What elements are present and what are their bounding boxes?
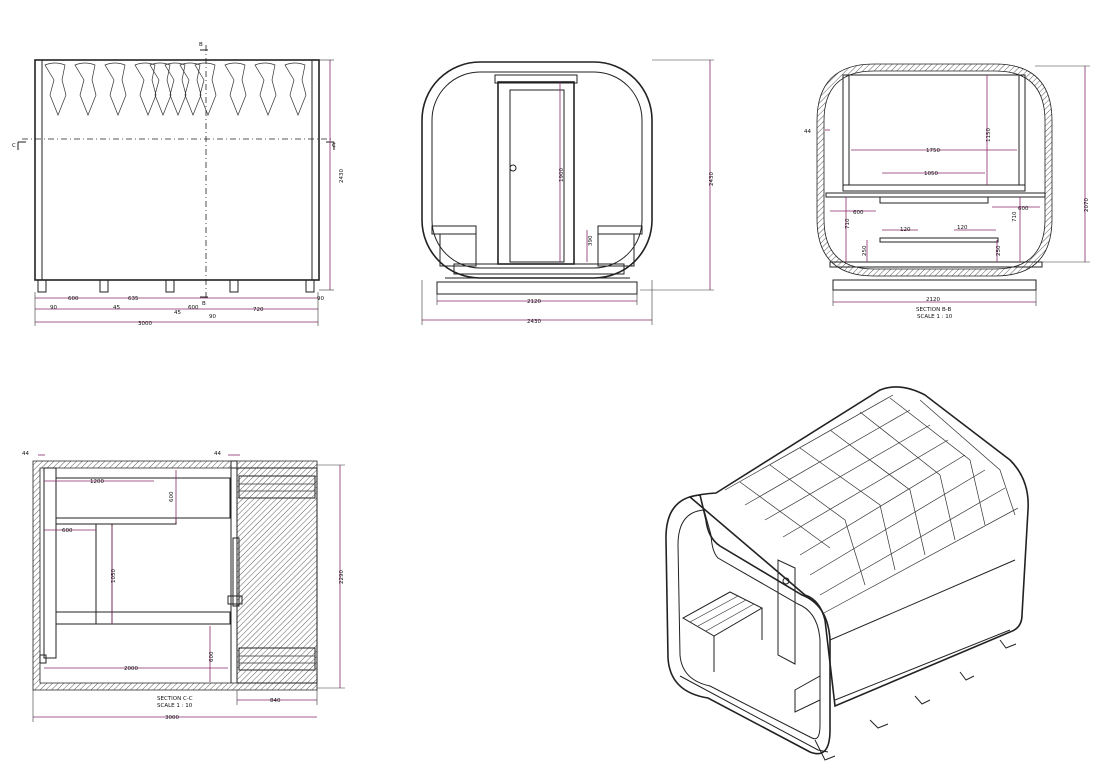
section-b-dim-120-right: 120 [957,225,968,231]
section-b-dim-600-right: 600 [1018,206,1029,212]
side-dim-600-b: 600 [188,305,199,311]
section-b-width-dim: 2120 [926,297,940,303]
isometric-view [665,386,1029,761]
section-c-depth-dim: 2290 [339,570,345,584]
section-b-dim-710-right: 710 [1012,211,1018,222]
section-c-dim-1200: 1200 [90,479,104,485]
section-b-dim-250-right: 250 [996,245,1002,256]
side-dim-600-a: 600 [68,296,79,302]
section-c-dim-600-top: 600 [169,491,175,502]
section-b-scale: SCALE 1 : 10 [917,314,953,320]
side-dim-total: 3000 [138,321,152,327]
section-c-dim-840: 840 [270,698,281,704]
section-c-view: 44 44 1200 600 600 1050 2000 600 2290 84… [22,451,345,722]
side-height-dim: 2430 [339,169,345,183]
section-c-scale: SCALE 1 : 10 [157,703,193,709]
section-b-dim-1050: 1050 [924,171,938,177]
front-view: 1900 390 2430 2120 2430 [421,59,715,325]
section-c-wall-left-dim: 44 [22,451,29,457]
side-dim-90-right: 90 [317,296,324,302]
section-b-wall-dim: 44 [804,129,811,135]
side-view: C C B B 2430 90 600 45 635 45 600 90 720… [12,42,345,327]
cut-mark-c-left: C [12,143,16,149]
front-door-height-dim: 1900 [559,168,565,182]
section-b-dim-120-left: 120 [900,227,911,233]
side-dim-90-left: 90 [50,305,57,311]
section-c-total-dim: 3000 [165,715,179,721]
section-c-wall-right-dim: 44 [214,451,221,457]
front-height-dim: 2430 [709,172,715,186]
section-c-title: SECTION C-C [157,696,193,702]
section-b-dim-710-left: 710 [845,218,851,229]
section-b-dim-1750: 1750 [926,148,940,154]
cut-mark-c-right: C [332,143,336,149]
section-b-view: 44 1150 1750 1050 600 600 710 710 120 12… [804,63,1090,320]
roof-shingle-pattern [724,394,1019,615]
section-c-dim-600-left: 600 [62,528,73,534]
front-total-width-dim: 2430 [527,319,541,325]
side-dim-635: 635 [128,296,139,302]
cut-mark-b-top: B [199,42,203,48]
front-inner-width-dim: 2120 [527,299,541,305]
side-dim-45-b: 45 [174,310,181,316]
section-b-dim-250-left: 250 [862,245,868,256]
section-c-dim-2000: 2000 [124,666,138,672]
front-bench-height-dim: 390 [588,235,594,246]
section-b-dim-1150: 1150 [986,128,992,142]
section-c-dim-600-bottom: 600 [209,651,215,662]
roof-shingles [44,62,307,116]
side-dim-90-mid: 90 [209,314,216,320]
section-b-title: SECTION B-B [916,307,952,313]
cut-mark-b-bottom: B [202,301,206,307]
section-b-dim-600-left: 600 [853,210,864,216]
section-c-dim-1050: 1050 [111,569,117,583]
side-dim-720: 720 [253,307,264,313]
side-dim-45-a: 45 [113,305,120,311]
section-b-height-dim: 2070 [1084,198,1090,212]
